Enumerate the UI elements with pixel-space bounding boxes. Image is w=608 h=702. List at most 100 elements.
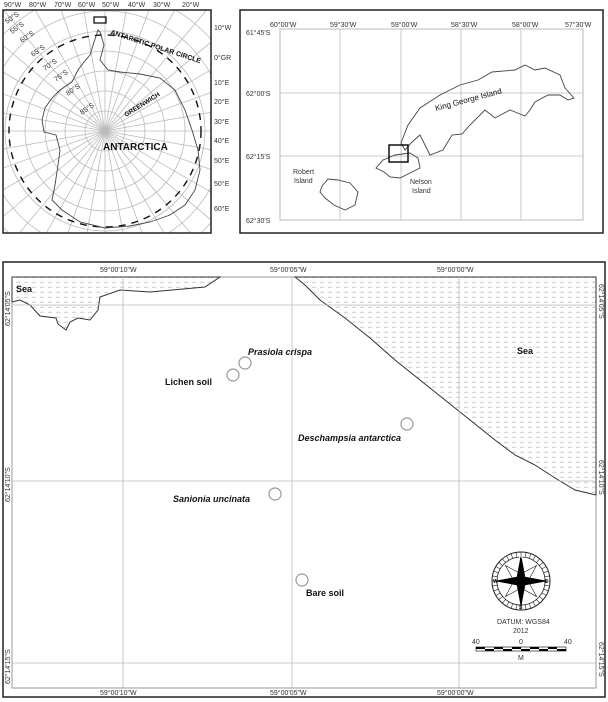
scale-segment (521, 649, 530, 651)
lon-label: 40°E (214, 137, 230, 145)
lon-label: 59°00'10"W (100, 266, 137, 274)
greenwich-label: GREENWICH (123, 91, 161, 119)
scale-segment (548, 647, 557, 649)
lon-label: 58°30'W (451, 21, 478, 29)
compass-rose-icon: N S E W (491, 551, 551, 611)
meridian-line (104, 130, 165, 233)
site-marker-bare-soil (295, 573, 309, 587)
robert-island-outline (319, 178, 359, 211)
meridian-line (3, 130, 106, 150)
meridian-line (104, 130, 211, 171)
lon-label: 59°00'05"W (270, 689, 307, 697)
lon-label: 20°W (182, 1, 200, 9)
site-label: Sanionia uncinata (173, 494, 250, 504)
meridian-line (3, 71, 106, 132)
site-label: Prasiola crispa (248, 347, 312, 357)
meridian-line (18, 130, 106, 233)
lat-label: 62°14'10"S (4, 467, 12, 502)
scale-bar: 40 0 40 M (472, 639, 572, 662)
meridian-line (104, 10, 176, 132)
antarctica-frame (2, 9, 212, 234)
antarctica-coastline (41, 29, 201, 229)
lat-label: 62°14'15"S (597, 642, 605, 677)
lat-label: 62°14'15"S (4, 649, 12, 684)
meridian-line (104, 130, 211, 151)
site-marker-sanionia (268, 487, 282, 501)
scale-segment (557, 649, 566, 651)
lon-label: 59°00'00"W (437, 689, 474, 697)
meridian-line (34, 10, 106, 132)
lon-label: 60°W (78, 1, 96, 9)
sea-label: Sea (517, 346, 534, 356)
scale-segment (512, 647, 521, 649)
study-area-map: 59°00'10"W 59°00'05"W 59°00'00"W 59°00'1… (2, 261, 606, 698)
svg-text:S: S (519, 605, 523, 611)
meridian-line (3, 93, 106, 132)
lon-label: 59°00'W (391, 21, 418, 29)
site-marker-prasiola (238, 356, 252, 370)
meridian-line (104, 10, 208, 132)
lon-label: 57°30'W (565, 21, 592, 29)
antarctica-inset: 90°W 80°W 70°W 60°W 50°W 40°W 30°W 20°W … (2, 1, 232, 234)
scale-segment (539, 649, 548, 651)
scale-segment (485, 649, 494, 651)
site-marker-lichen (226, 368, 240, 382)
nelson-label: Nelson (410, 179, 432, 186)
meridian-line (104, 111, 211, 132)
robert-label: Island (294, 178, 313, 185)
meridian-line (3, 10, 106, 132)
lon-label: 20°E (214, 98, 230, 106)
svg-text:0: 0 (519, 639, 523, 646)
lon-label: 59°00'10"W (100, 689, 137, 697)
lat-label: 62°14'10"S (597, 460, 605, 495)
svg-text:40: 40 (564, 639, 572, 646)
lat-label: 75°S (53, 68, 70, 83)
lat-label: 62°00'S (246, 90, 271, 98)
lon-label: 10°W (214, 24, 232, 32)
meridian-line (3, 112, 106, 132)
meridian-line (67, 130, 106, 233)
meridian-line (45, 130, 106, 233)
lat-label: 62°15'S (246, 153, 271, 161)
meridian-line (104, 130, 143, 233)
lon-label: 0°GR (214, 54, 231, 62)
king-george-label: King George Island (434, 87, 502, 113)
lon-label: 59°30'W (330, 21, 357, 29)
meridian-line (3, 44, 106, 132)
meridian-line (60, 10, 106, 132)
polar-graticule (3, 10, 211, 233)
polar-circle-label: ANTARCTIC POLAR CIRCLE (109, 29, 202, 65)
nelson-label: Island (412, 188, 431, 195)
meridian-line (104, 130, 192, 233)
site-label: Lichen soil (165, 377, 212, 387)
lat-label: 70°S (42, 57, 59, 72)
lon-label: 40°W (128, 1, 146, 9)
scale-segment (476, 647, 485, 649)
site-label: Bare soil (306, 588, 344, 598)
lat-label: 62°14'05"S (597, 284, 605, 319)
meridian-line (3, 130, 106, 169)
islands-grid-border (279, 28, 584, 221)
sea-label: Sea (16, 284, 33, 294)
datum-label: DATUM: WGS84 (497, 619, 550, 626)
lon-label: 60°E (214, 205, 230, 213)
lon-label: 59°00'00"W (437, 266, 474, 274)
site-label: Deschampsia antarctica (298, 433, 401, 443)
meridian-line (104, 10, 150, 132)
lon-label: 59°00'05"W (270, 266, 307, 274)
meridian-line (104, 69, 211, 132)
svg-text:E: E (545, 579, 549, 585)
nelson-island-outline (375, 152, 421, 179)
year-label: 2012 (513, 628, 529, 635)
lat-label: 62°30'S (246, 217, 271, 225)
lat-label: 61°45'S (246, 29, 271, 37)
lon-label: 50°W (102, 1, 120, 9)
study-frame (2, 261, 606, 698)
meridian-line (3, 130, 106, 218)
scale-segment (503, 649, 512, 651)
lon-label: 70°W (54, 1, 72, 9)
study-area-marker (388, 144, 409, 163)
continent-label: ANTARCTICA (103, 142, 168, 153)
islands-inset: 60°00'W 59°30'W 59°00'W 58°30'W 58°00'W … (239, 9, 604, 234)
